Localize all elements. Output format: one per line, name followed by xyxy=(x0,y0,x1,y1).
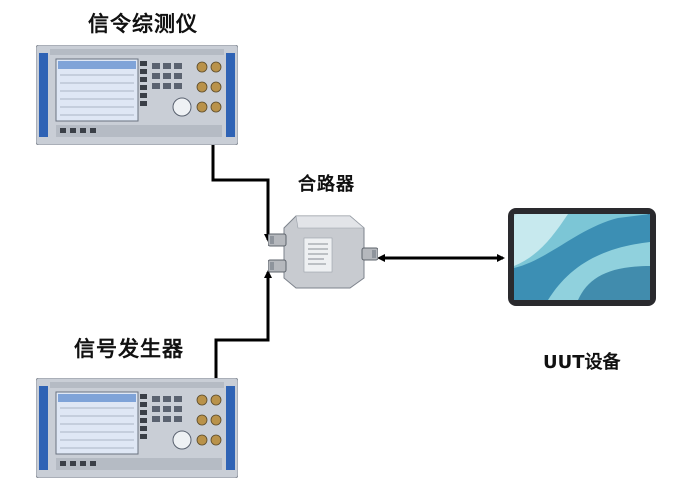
rf-combiner-icon xyxy=(268,215,378,289)
combiner-label: 合路器 xyxy=(298,174,355,195)
wire-generator-to-combiner xyxy=(212,270,272,414)
signal-generator-icon xyxy=(36,378,238,478)
uut-label: UUT设备 xyxy=(543,352,621,373)
signal-tester-label: 信令综测仪 xyxy=(88,12,198,36)
signal-generator-label: 信号发生器 xyxy=(74,337,184,361)
tablet-icon xyxy=(508,208,656,306)
signal-analyzer-icon xyxy=(36,45,238,145)
wire-tester-to-combiner xyxy=(209,134,272,242)
